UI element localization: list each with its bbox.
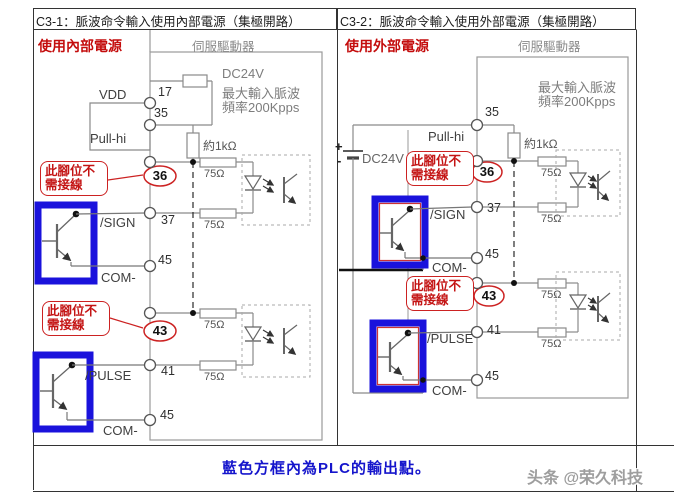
- resistor-75-label: 75Ω: [541, 167, 562, 179]
- left-plc-box-pulse: [32, 351, 145, 433]
- battery-plus-label: +: [335, 139, 343, 154]
- signal-label-pull-hi-right: Pull-hi: [428, 129, 465, 144]
- pin-label-41-right: 41: [487, 323, 501, 337]
- left-optocoupler-pulse: [241, 304, 311, 378]
- right-no-wire-marks: [470, 161, 505, 307]
- max-pulse-line2-right: 頻率200Kpps: [538, 94, 616, 109]
- max-pulse-line1-left: 最大輸入脈波: [222, 86, 301, 101]
- pin-35-terminal: [143, 118, 157, 132]
- pin-label-43-left: 43: [152, 323, 168, 338]
- callout-line2: 需接線: [45, 178, 83, 193]
- right-plc-box-pulse: [369, 319, 473, 393]
- transistor-symbol: [380, 210, 410, 252]
- servo-drive-label-right: 伺服驅動器: [518, 40, 581, 54]
- pin-41-terminal: [143, 358, 157, 372]
- callout-line2: 需接線: [411, 168, 449, 183]
- callout-line2: 需接線: [47, 318, 85, 333]
- transistor-symbol: [42, 214, 76, 262]
- right-optocoupler-sign: [555, 149, 621, 217]
- watermark: 头条 @荣久科技: [527, 470, 644, 487]
- resistor-75-label: 75Ω: [541, 338, 562, 350]
- signal-label-com1-left: COM-: [101, 270, 136, 285]
- pin-36-terminal: [143, 155, 157, 169]
- pin-45b-terminal: [143, 413, 157, 427]
- resistor-1k-label-left: 約1kΩ: [203, 139, 237, 153]
- pin-label-35-left: 35: [154, 106, 168, 120]
- pin-label-43-right: 43: [481, 288, 497, 303]
- pin-label-17: 17: [158, 85, 172, 99]
- power-mode-label-left: 使用內部電源: [38, 38, 122, 54]
- signal-label-com2-left: COM-: [103, 423, 138, 438]
- resistor-75-label: 75Ω: [204, 168, 225, 180]
- resistor-75-label: 75Ω: [541, 213, 562, 225]
- signal-label-com1-right: COM-: [432, 260, 467, 275]
- signal-label-vdd: VDD: [99, 87, 127, 102]
- left-no-wire-marks: [107, 165, 177, 342]
- resistor-75-label: 75Ω: [204, 219, 225, 231]
- callout-line2: 需接線: [411, 293, 449, 308]
- callout-no-wiring-right-sign: 此腳位不 需接線: [406, 151, 474, 186]
- callout-line1: 此腳位不: [411, 279, 462, 293]
- left-plc-box-sign: [34, 201, 146, 285]
- transistor-symbol: [40, 365, 72, 411]
- right-dashed-rail: [511, 158, 517, 286]
- footer-note: 藍色方框內為PLC的輸出點。: [222, 460, 432, 477]
- signal-label-sign-right: /SIGN: [430, 207, 466, 222]
- pin-37-terminal: [470, 200, 484, 214]
- transistor-symbol: [378, 334, 408, 376]
- pin-45b-terminal: [470, 373, 484, 387]
- callout-line1: 此腳位不: [411, 154, 462, 168]
- left-servo-drive-box: [149, 30, 323, 441]
- signal-label-pull-hi-left: Pull-hi: [90, 131, 127, 146]
- pin-41-terminal: [470, 325, 484, 339]
- servo-drive-label-left: 伺服驅動器: [192, 40, 255, 54]
- left-dashed-rail: [190, 159, 196, 316]
- dc-supply-label-left: DC24V: [222, 66, 264, 81]
- pin-label-35-right: 35: [485, 105, 499, 119]
- signal-label-pulse-left: /PULSE: [85, 368, 132, 383]
- signal-label-pulse-right: /PULSE: [427, 331, 474, 346]
- pin-17-terminal: [143, 96, 157, 110]
- callout-line1: 此腳位不: [45, 164, 96, 178]
- panel-title-right: C3-2：脈波命令輸入使用外部電源（集極開路）: [340, 15, 605, 29]
- pin-label-45-right: 45: [485, 247, 499, 261]
- max-pulse-line2-left: 頻率200Kpps: [222, 100, 300, 115]
- resistor-75-label: 75Ω: [204, 319, 225, 331]
- pin-45-terminal: [143, 259, 157, 273]
- battery-minus-label: -: [337, 153, 342, 168]
- callout-no-wiring-right-pulse: 此腳位不 需接線: [406, 276, 474, 311]
- right-plc-box-sign: [371, 195, 473, 269]
- pin-43-terminal: [143, 306, 157, 320]
- right-servo-drive-box: [476, 56, 629, 399]
- pin-label-37-right: 37: [487, 201, 501, 215]
- dc-supply-label-right: DC24V: [362, 151, 404, 166]
- pin-label-45b-left: 45: [160, 408, 174, 422]
- right-pin-terminals: [470, 118, 484, 387]
- pin-37-terminal: [143, 206, 157, 220]
- callout-line1: 此腳位不: [47, 304, 98, 318]
- pin-45-terminal: [470, 251, 484, 265]
- right-optocoupler-pulse: [555, 271, 621, 341]
- callout-no-wiring-left-pulse: 此腳位不 需接線: [42, 301, 110, 336]
- left-optocoupler-sign: [241, 154, 311, 226]
- left-pin-terminals: [143, 96, 157, 427]
- page-frame: [33, 8, 674, 492]
- signal-label-com2-right: COM-: [432, 383, 467, 398]
- pin-label-45-left: 45: [158, 253, 172, 267]
- resistor-75-label: 75Ω: [541, 289, 562, 301]
- resistor-75-label: 75Ω: [204, 371, 225, 383]
- pin-label-45b-right: 45: [485, 369, 499, 383]
- callout-no-wiring-left-sign: 此腳位不 需接線: [40, 161, 108, 196]
- power-mode-label-right: 使用外部電源: [345, 38, 429, 54]
- panel-title-left: C3-1：脈波命令輸入使用內部電源（集極開路）: [36, 15, 301, 29]
- signal-label-sign-left: /SIGN: [100, 215, 136, 230]
- max-pulse-line1-right: 最大輸入脈波: [538, 80, 617, 95]
- resistor-1k-label-right: 約1kΩ: [524, 137, 558, 151]
- pin-label-36-right: 36: [479, 164, 495, 179]
- pin-35-terminal: [470, 118, 484, 132]
- pin-label-41-left: 41: [161, 364, 175, 378]
- pin-label-37-left: 37: [161, 213, 175, 227]
- pin-label-36-left: 36: [152, 168, 168, 183]
